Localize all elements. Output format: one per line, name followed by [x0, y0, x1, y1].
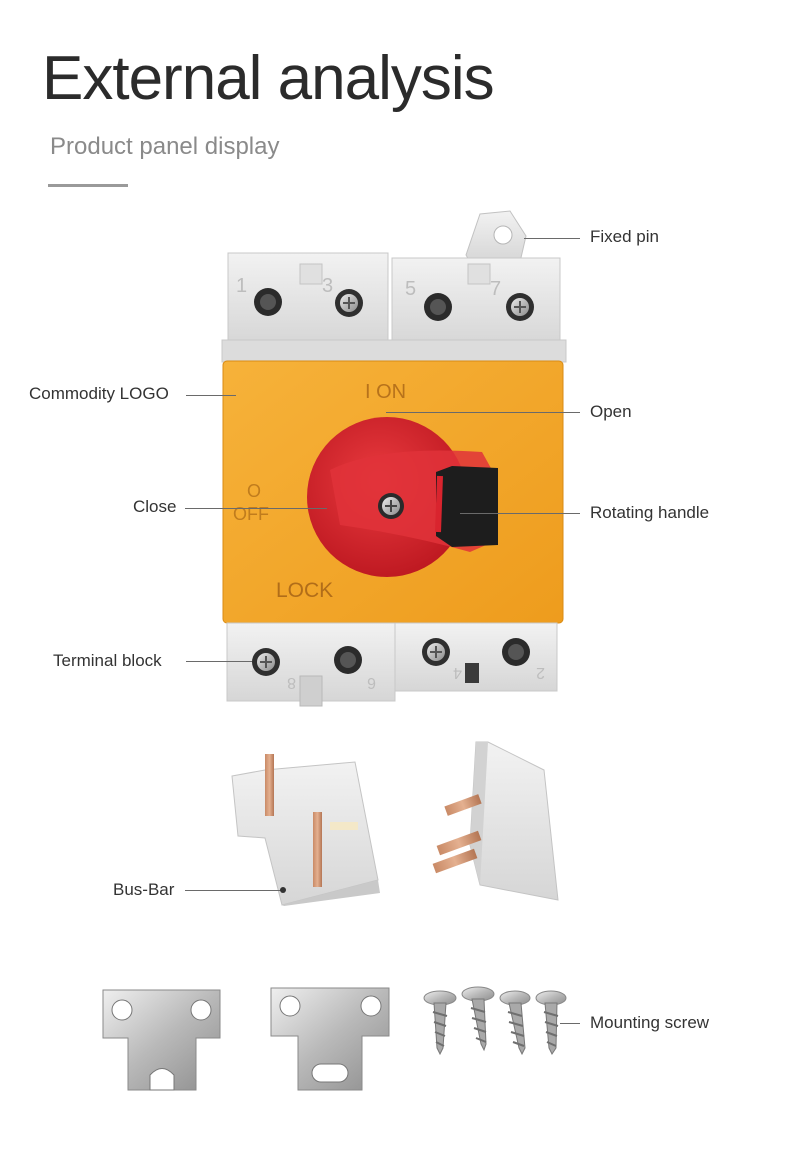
leader-open	[386, 412, 580, 413]
terminal-number-7: 7	[490, 278, 501, 300]
mounting-screw-4	[535, 990, 567, 1055]
mounting-screw-1	[423, 990, 457, 1056]
callout-commodity-logo: Commodity LOGO	[29, 384, 169, 403]
off-circle-marker: O	[247, 481, 261, 501]
callout-terminal-block: Terminal block	[53, 651, 162, 670]
mounting-screw-3	[499, 990, 531, 1056]
top-screw-7	[506, 293, 534, 321]
top-screw-1	[254, 288, 282, 316]
bus-bar-right	[432, 741, 559, 901]
leader-bus-bar	[185, 890, 282, 891]
page-subtitle: Product panel display	[50, 133, 280, 160]
terminal-number-1: 1	[236, 275, 247, 297]
bottom-screw-2	[502, 638, 530, 666]
rotating-handle	[307, 417, 498, 577]
terminal-number-6: 6	[367, 674, 376, 691]
callout-open: Open	[590, 402, 632, 421]
leader-fixed-pin	[524, 238, 580, 239]
top-terminal-housing: 1 3 5 7	[221, 252, 567, 363]
top-screw-3	[335, 289, 363, 317]
callout-close: Close	[133, 497, 177, 516]
leader-rotating-handle	[460, 513, 580, 514]
fixed-pin-tab	[465, 210, 527, 263]
callout-bus-bar: Bus-Bar	[113, 880, 175, 899]
leader-mounting-screw	[560, 1023, 580, 1024]
bottom-screw-8	[252, 648, 280, 676]
leader-close	[185, 508, 327, 509]
title-underline	[48, 184, 128, 187]
off-marker: OFF	[233, 504, 269, 524]
leader-terminal-block	[186, 661, 252, 662]
terminal-number-5: 5	[405, 278, 416, 300]
handle-grip	[436, 466, 498, 547]
callout-mounting-screw: Mounting screw	[590, 1013, 710, 1032]
bottom-screw-6	[334, 646, 362, 674]
callout-fixed-pin: Fixed pin	[590, 227, 659, 246]
top-screw-5	[424, 293, 452, 321]
terminal-number-8: 8	[287, 674, 296, 691]
mounting-plate-right	[270, 987, 390, 1091]
page-title: External analysis	[42, 44, 495, 113]
lock-marker: LOCK	[276, 579, 333, 602]
mounting-plate-left	[102, 989, 221, 1091]
bus-bar-pointer-dot	[280, 887, 286, 893]
terminal-number-2: 2	[536, 664, 545, 681]
bottom-screw-4	[422, 638, 450, 666]
terminal-number-4: 4	[453, 664, 462, 681]
mounting-screw-2	[461, 986, 495, 1052]
terminal-number-3: 3	[322, 275, 333, 297]
bottom-terminal-housing: 8 6 4 2	[226, 622, 558, 707]
leader-commodity-logo	[186, 395, 236, 396]
on-marker: I ON	[365, 381, 406, 403]
callout-rotating-handle: Rotating handle	[590, 503, 710, 522]
bus-bar-left	[231, 754, 380, 906]
